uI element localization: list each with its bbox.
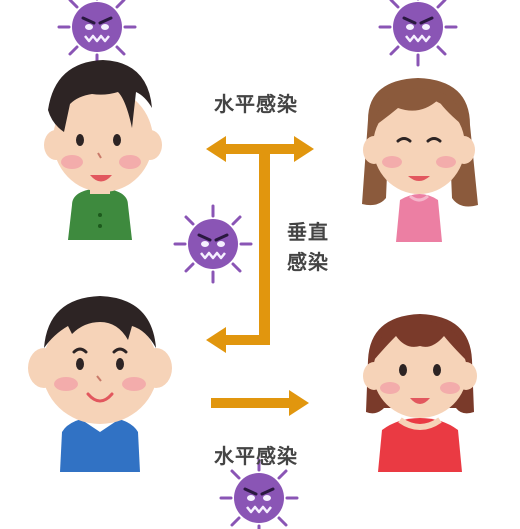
arrow-vertical-head [206,327,226,353]
boy-icon [28,296,172,472]
arrow-vertical-shaft [259,149,270,345]
vertical-infection-label: 垂直 感染 [287,217,329,277]
arrow-horizontal-top-left-head [206,136,226,162]
virus-icon-top-left [57,0,137,67]
girl-icon [363,314,477,472]
arrow-vertical-bottom-shaft [222,335,270,345]
mother-icon [362,78,478,242]
arrow-horizontal-top-right-head [294,136,314,162]
virus-icon-top-right [378,0,458,67]
horizontal-infection-label-top: 水平感染 [214,92,298,116]
arrow-horizontal-bottom-head [289,390,309,416]
virus-icon-middle [173,204,253,284]
virus-icon-bottom [219,458,299,529]
father-icon [44,60,162,240]
vertical-infection-label-line1: 垂直 [287,220,329,244]
arrow-group [206,136,314,416]
horizontal-infection-label-bottom: 水平感染 [214,444,298,468]
vertical-infection-label-line2: 感染 [287,250,329,274]
arrow-horizontal-bottom-shaft [211,398,291,408]
